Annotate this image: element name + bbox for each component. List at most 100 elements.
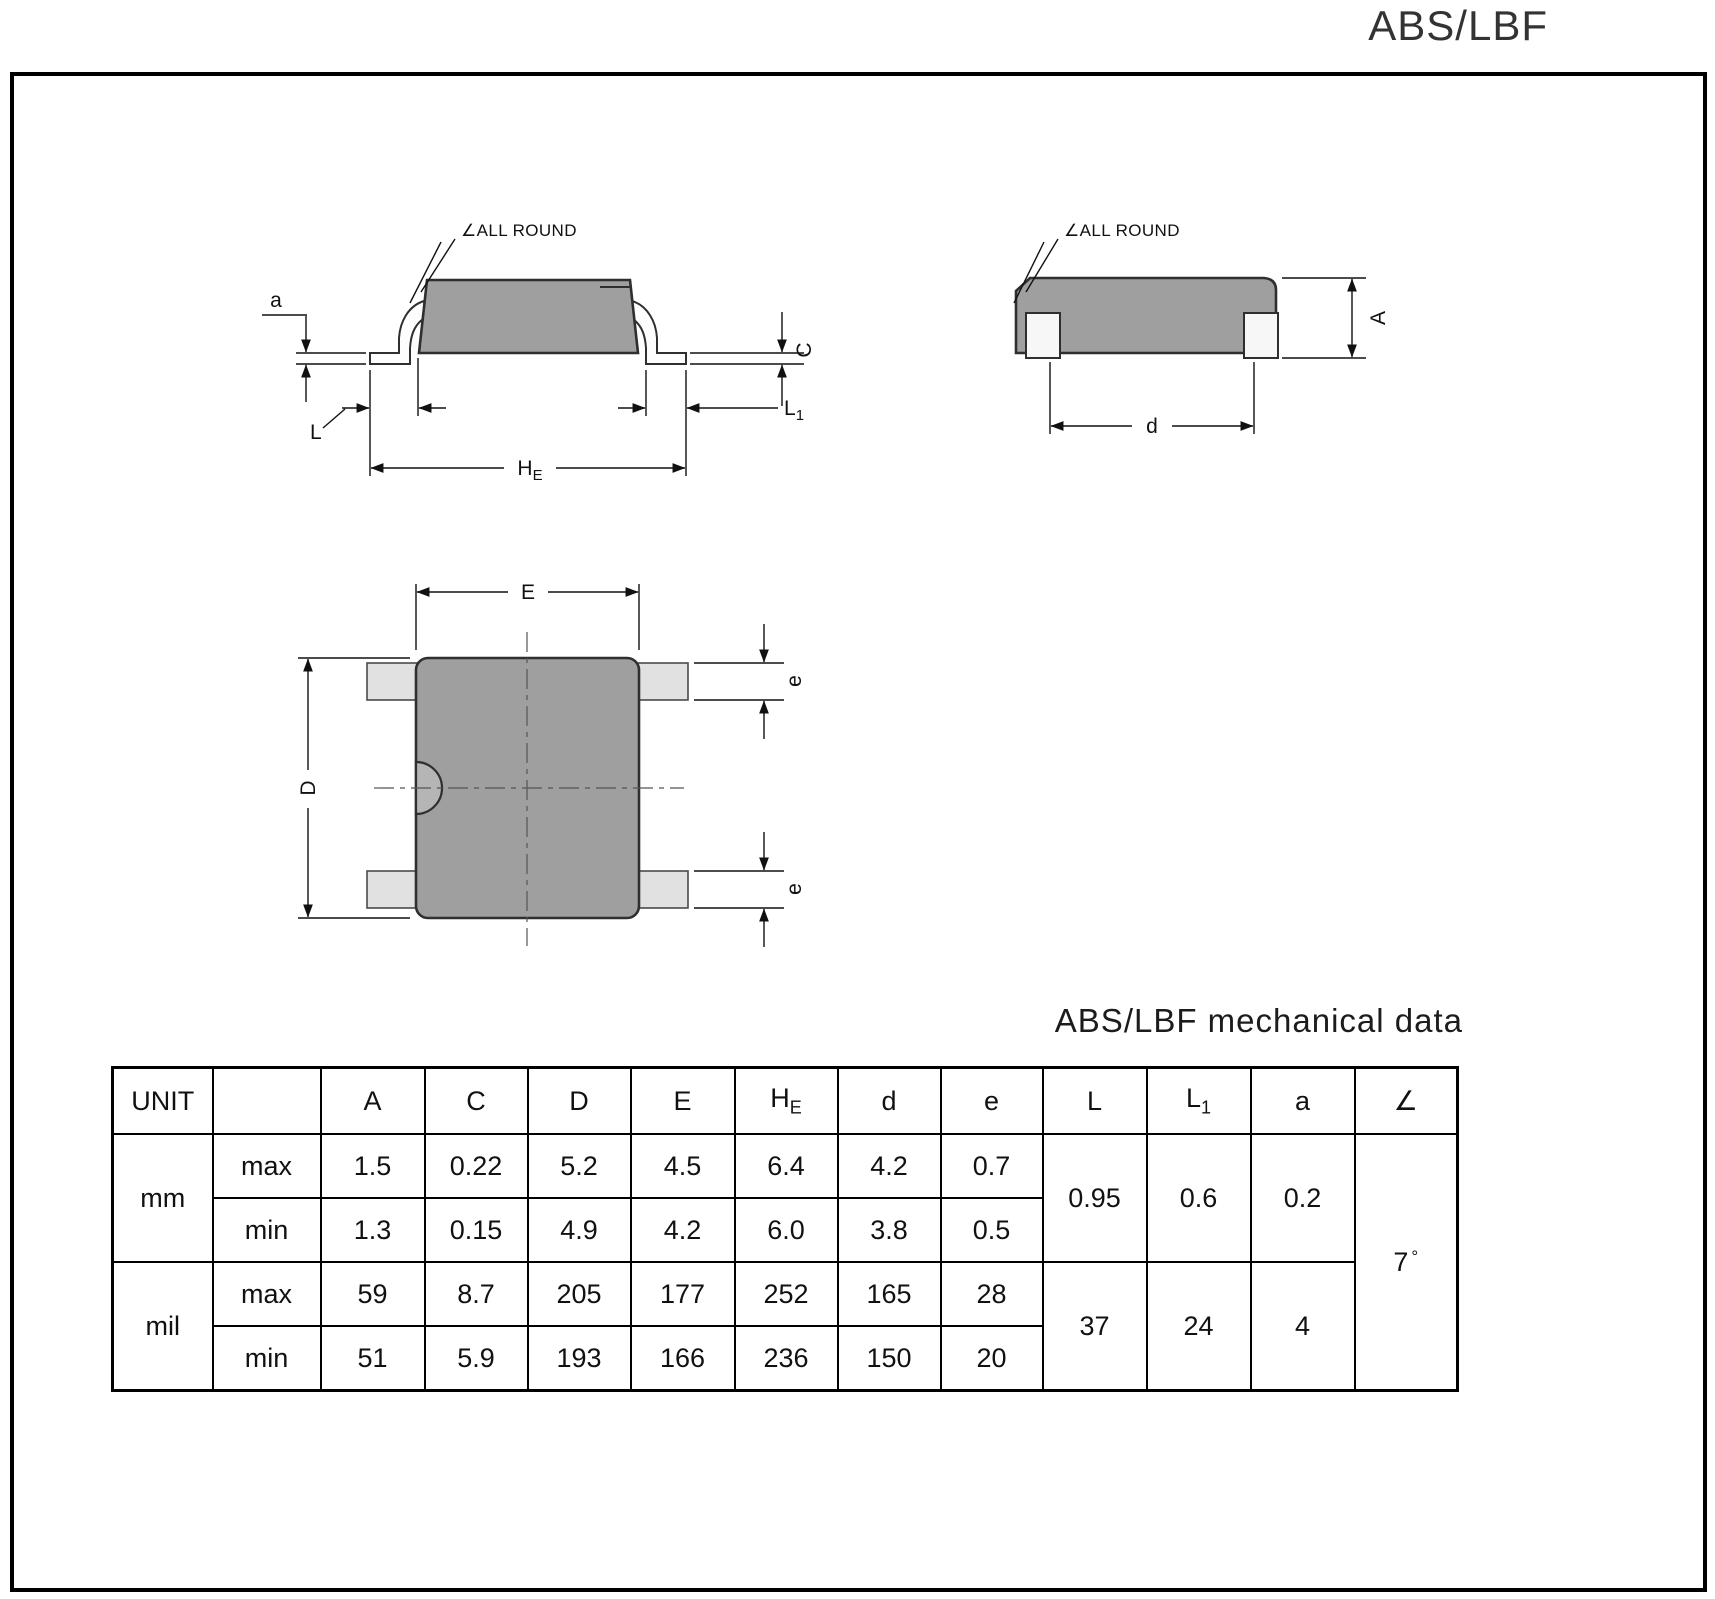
table-row-mm-max: mm max 1.5 0.22 5.2 4.5 6.4 4.2 0.7 0.95… bbox=[111, 1133, 1459, 1392]
cell-mil-l: 37 bbox=[1041, 1261, 1148, 1392]
cell-mil-max-a: 59 bbox=[319, 1261, 426, 1327]
dim-a-height: A bbox=[1282, 277, 1390, 359]
dim-a-standoff: a bbox=[262, 289, 366, 402]
limit-label-min: min bbox=[211, 1325, 322, 1392]
cell-mil-min-a: 51 bbox=[319, 1325, 426, 1392]
dim-he-overall-width: HE bbox=[370, 370, 687, 484]
top-view: E D e e bbox=[297, 581, 806, 947]
col-header-a: A bbox=[319, 1066, 426, 1135]
dim-e-body-width: E bbox=[415, 581, 640, 650]
col-header-a-small: a bbox=[1249, 1066, 1356, 1135]
dim-d-body-length: D bbox=[297, 657, 410, 919]
dim-label-d: d bbox=[1146, 415, 1158, 438]
leader-line bbox=[322, 408, 346, 429]
cell-mil-min-d: 193 bbox=[526, 1325, 632, 1392]
dim-label-E: E bbox=[521, 581, 535, 604]
unit-label-mil: mil bbox=[111, 1261, 214, 1392]
col-header-d-small: d bbox=[836, 1066, 942, 1135]
leader-line bbox=[420, 238, 456, 293]
package-body-side bbox=[417, 278, 640, 355]
dim-l-footlength: L bbox=[310, 358, 446, 476]
cell-mm-l: 0.95 bbox=[1041, 1133, 1148, 1263]
cell-mil-min-e: 166 bbox=[629, 1325, 736, 1392]
cell-mm-max-e: 4.5 bbox=[629, 1133, 736, 1199]
cell-mm-max-c: 0.22 bbox=[423, 1133, 529, 1199]
dim-label-e: e bbox=[783, 883, 806, 895]
page-title: ABS/LBF bbox=[1368, 2, 1548, 49]
lead-bottom-left bbox=[366, 870, 418, 909]
lead-bottom-right bbox=[637, 870, 689, 909]
cell-mm-a: 0.2 bbox=[1249, 1133, 1356, 1263]
mechanical-data-table: UNIT A C D E HE d e L L1 a ∠ mm max 1.5 … bbox=[111, 1066, 1459, 1392]
col-header-d: D bbox=[526, 1066, 632, 1135]
limit-label-max: max bbox=[211, 1133, 322, 1199]
col-header-l1: L1 bbox=[1145, 1066, 1252, 1135]
dim-c-lead-thickness: C bbox=[690, 312, 816, 406]
limit-label-max: max bbox=[211, 1261, 322, 1327]
col-header-l: L bbox=[1041, 1066, 1148, 1135]
all-round-callout-front: ∠ALL ROUND bbox=[1013, 221, 1180, 304]
cell-mm-max-dsmall: 4.2 bbox=[836, 1133, 942, 1199]
dim-label-a: a bbox=[270, 289, 282, 312]
table-row-mil-min: min 51 5.9 193 166 236 150 20 bbox=[113, 1325, 1458, 1392]
cell-mm-min-esmall: 0.5 bbox=[939, 1197, 1044, 1263]
gullwing-lead-right bbox=[628, 299, 687, 365]
cell-mm-min-e: 4.2 bbox=[629, 1197, 736, 1263]
table-header-row: UNIT A C D E HE d e L L1 a ∠ bbox=[111, 1066, 1459, 1135]
cell-mm-min-a: 1.3 bbox=[319, 1197, 426, 1263]
leader-line bbox=[1025, 238, 1059, 293]
col-header-c: C bbox=[423, 1066, 529, 1135]
unit-label-mm: mm bbox=[111, 1133, 214, 1263]
cell-mil-a: 4 bbox=[1249, 1261, 1356, 1392]
cell-angle: 7° bbox=[1353, 1133, 1459, 1392]
leader-line bbox=[1013, 241, 1045, 304]
dim-l1-footlength: L1 bbox=[618, 370, 804, 424]
all-round-label: ∠ALL ROUND bbox=[1064, 221, 1180, 240]
leader-line bbox=[409, 241, 442, 304]
cell-mm-min-c: 0.15 bbox=[423, 1197, 529, 1263]
cell-mm-max-d: 5.2 bbox=[526, 1133, 632, 1199]
col-header-e-small: e bbox=[939, 1066, 1044, 1135]
col-header-unit: UNIT bbox=[111, 1066, 214, 1135]
terminal-pad-right bbox=[1243, 312, 1279, 359]
cell-mil-max-e: 177 bbox=[629, 1261, 736, 1327]
cell-mm-min-dsmall: 3.8 bbox=[836, 1197, 942, 1263]
cell-mil-max-c: 8.7 bbox=[423, 1261, 529, 1327]
cell-mm-l1: 0.6 bbox=[1145, 1133, 1252, 1263]
cell-mil-max-dsmall: 165 bbox=[836, 1261, 942, 1327]
gullwing-lead-left bbox=[369, 299, 428, 365]
col-header-angle: ∠ bbox=[1353, 1066, 1459, 1135]
dim-e-lead-width-top: e bbox=[694, 624, 806, 739]
cell-mm-min-d: 4.9 bbox=[526, 1197, 632, 1263]
dim-label-e: e bbox=[783, 675, 806, 687]
cell-mil-l1: 24 bbox=[1145, 1261, 1252, 1392]
cell-mm-min-he: 6.0 bbox=[733, 1197, 839, 1263]
cell-mm-max-he: 6.4 bbox=[733, 1133, 839, 1199]
front-view: ∠ALL ROUND A d bbox=[1013, 221, 1390, 438]
col-header-he: HE bbox=[733, 1066, 839, 1135]
all-round-label: ∠ALL ROUND bbox=[461, 221, 577, 240]
dim-d-pad-span: d bbox=[1049, 362, 1255, 438]
drawing-frame: ∠ALL ROUND a L bbox=[10, 72, 1707, 1592]
cell-mm-max-esmall: 0.7 bbox=[939, 1133, 1044, 1199]
cell-mil-min-dsmall: 150 bbox=[836, 1325, 942, 1392]
side-view: ∠ALL ROUND a L bbox=[262, 221, 816, 484]
table-row-mm-min: min 1.3 0.15 4.9 4.2 6.0 3.8 0.5 bbox=[113, 1197, 1458, 1263]
table-row-mil-max: mil max 59 8.7 205 177 252 165 28 37 24 … bbox=[111, 1261, 1458, 1392]
cell-mm-max-a: 1.5 bbox=[319, 1133, 426, 1199]
terminal-pad-left bbox=[1025, 312, 1061, 359]
package-body-front bbox=[1014, 276, 1278, 355]
cell-mil-min-esmall: 20 bbox=[939, 1325, 1044, 1392]
cell-mil-max-d: 205 bbox=[526, 1261, 632, 1327]
cell-mil-max-he: 252 bbox=[733, 1261, 839, 1327]
lead-top-left bbox=[366, 662, 418, 701]
dim-label-he: HE bbox=[517, 457, 542, 484]
cell-mil-max-esmall: 28 bbox=[939, 1261, 1044, 1327]
col-header-e: E bbox=[629, 1066, 736, 1135]
limit-label-min: min bbox=[211, 1197, 322, 1263]
cell-mil-min-he: 236 bbox=[733, 1325, 839, 1392]
dim-label-l1: L1 bbox=[784, 397, 804, 424]
dim-label-D: D bbox=[297, 780, 320, 795]
cell-mil-min-c: 5.9 bbox=[423, 1325, 529, 1392]
col-header-blank bbox=[211, 1066, 322, 1135]
